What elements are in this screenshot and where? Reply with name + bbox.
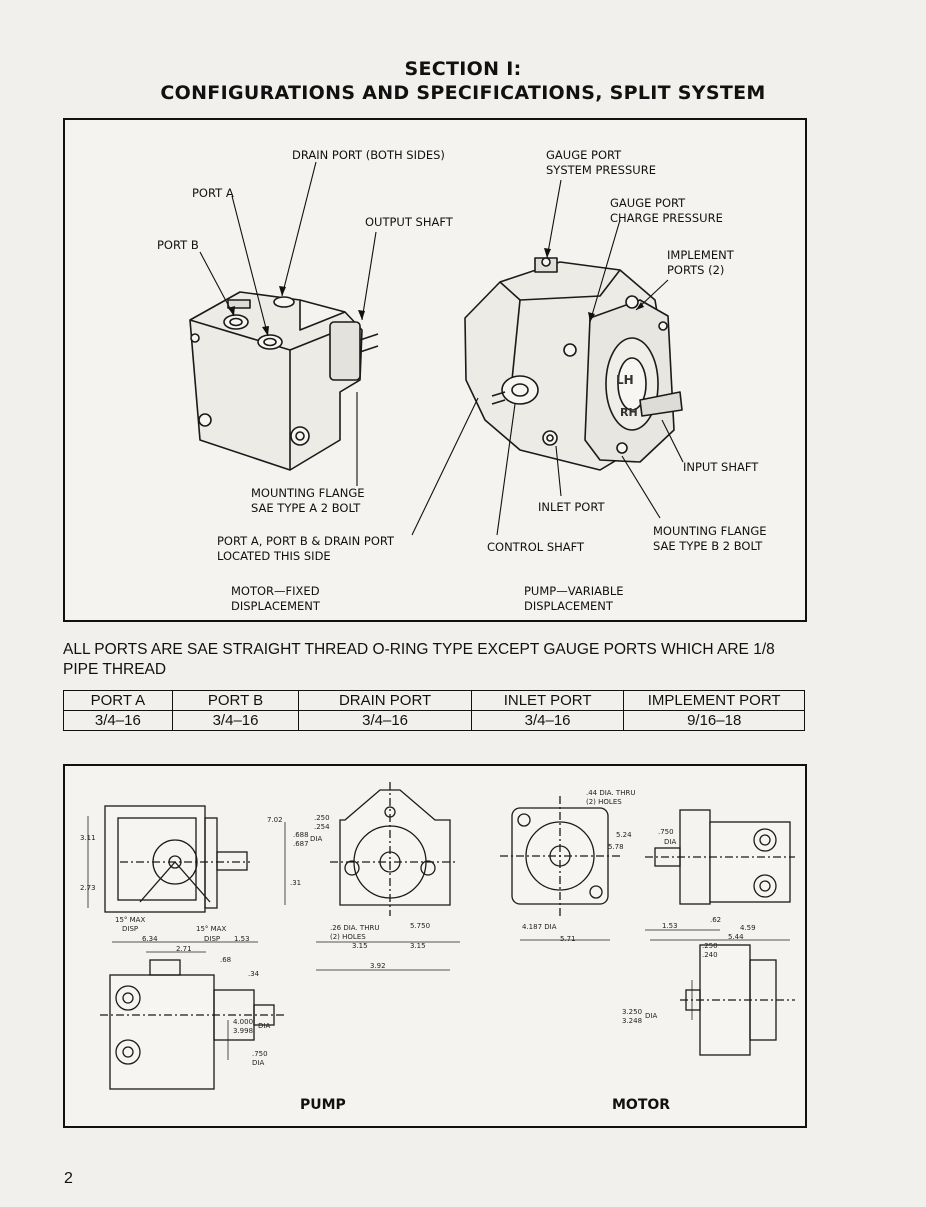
dim-motor-544: 5.44: [728, 933, 744, 941]
dim-motor-459: 4.59: [740, 924, 756, 932]
label-mounting-flange-b: MOUNTING FLANGE SAE TYPE B 2 BOLT: [653, 524, 767, 553]
svg-text:RH: RH: [620, 406, 638, 419]
dim-motor-holes44: .44 DIA. THRU: [586, 789, 635, 797]
label-output-shaft: OUTPUT SHAFT: [365, 215, 453, 229]
dim-pump-holes26: .26 DIA. THRU: [330, 924, 379, 932]
dim-pump-250: .250: [314, 814, 330, 822]
dim-pump-holes2: (2) HOLES: [330, 933, 366, 941]
label-mounting-flange-a: MOUNTING FLANGE SAE TYPE A 2 BOLT: [251, 486, 365, 515]
label-inlet-port: INLET PORT: [538, 500, 605, 514]
dim-motor-240: .240: [702, 951, 718, 959]
label-port-b: PORT B: [157, 238, 199, 252]
dim-motor-dia2: DIA: [645, 1012, 657, 1020]
dim-pump-31: .31: [290, 879, 301, 887]
dim-pump-153: 1.53: [234, 935, 250, 943]
dim-motor-153: 1.53: [662, 922, 678, 930]
svg-text:LH: LH: [616, 373, 634, 387]
dim-pump-311: 3.11: [80, 834, 96, 842]
label-pump-variable: PUMP—VARIABLE DISPLACEMENT: [524, 584, 624, 613]
section-subtitle: CONFIGURATIONS AND SPECIFICATIONS, SPLIT…: [160, 82, 766, 104]
dim-motor-578: 5.78: [608, 843, 624, 851]
label-control-shaft: CONTROL SHAFT: [487, 540, 585, 554]
dim-pump-273: 2.73: [80, 884, 96, 892]
header-port-a: PORT A: [63, 690, 173, 711]
dim-pump-3998: 3.998: [233, 1027, 253, 1035]
value-implement-port: 9/16–18: [623, 710, 805, 731]
value-port-b: 3/4–16: [171, 710, 300, 731]
label-implement-ports: IMPLEMENT PORTS (2): [667, 248, 734, 277]
dim-motor-571: 5.71: [560, 935, 576, 943]
dim-pump-315b: 3.15: [410, 942, 426, 950]
dim-pump-68: .68: [220, 956, 231, 964]
dim-motor-3248: 3.248: [622, 1017, 642, 1025]
pump-caption: PUMP: [300, 1097, 346, 1113]
label-drain-port: DRAIN PORT (BOTH SIDES): [292, 148, 445, 162]
section-title: SECTION I:: [404, 58, 522, 80]
dim-motor-750: .750: [658, 828, 674, 836]
label-gauge-system-pressure: GAUGE PORT SYSTEM PRESSURE: [546, 148, 656, 177]
dim-pump-4000: 4.000: [233, 1018, 253, 1026]
dim-motor-3250: 3.250: [622, 1008, 642, 1016]
dim-motor-62: .62: [710, 916, 721, 924]
dim-pump-688: .688: [293, 831, 309, 839]
dim-pump-34: .34: [248, 970, 260, 978]
header-drain-port: DRAIN PORT: [298, 690, 472, 711]
port-thread-note: ALL PORTS ARE SAE STRAIGHT THREAD O-RING…: [63, 641, 775, 678]
label-port-a: PORT A: [192, 186, 234, 200]
dim-pump-315a: 3.15: [352, 942, 368, 950]
label-ports-location: PORT A, PORT B & DRAIN PORT LOCATED THIS…: [217, 534, 395, 563]
dim-pump-15max-a: 15° MAX: [115, 916, 145, 924]
dim-pump-dia3: DIA: [252, 1059, 264, 1067]
dim-pump-634: 6.34: [142, 935, 158, 943]
value-port-a: 3/4–16: [63, 710, 173, 731]
value-drain-port: 3/4–16: [298, 710, 472, 731]
label-motor-fixed: MOTOR—FIXED DISPLACEMENT: [231, 584, 320, 613]
motor-caption: MOTOR: [612, 1097, 671, 1113]
value-inlet-port: 3/4–16: [470, 710, 625, 731]
table-row: 3/4–16 3/4–16 3/4–16 3/4–16 9/16–18: [63, 710, 805, 731]
dim-pump-disp-a: DISP: [122, 925, 138, 933]
table-row: PORT A PORT B DRAIN PORT INLET PORT IMPL…: [63, 690, 805, 711]
dim-pump-dia2: DIA: [258, 1022, 270, 1030]
dim-pump-dia1: DIA: [310, 835, 322, 843]
port-size-table: PORT A PORT B DRAIN PORT INLET PORT IMPL…: [63, 690, 805, 731]
dim-motor-250: .250: [702, 942, 718, 950]
dim-pump-702: 7.02: [267, 816, 283, 824]
label-input-shaft: INPUT SHAFT: [683, 460, 759, 474]
dim-pump-disp-b: DISP: [204, 935, 220, 943]
dim-pump-15max-b: 15° MAX: [196, 925, 226, 933]
label-gauge-charge-pressure: GAUGE PORT CHARGE PRESSURE: [610, 196, 723, 225]
dim-pump-750: .750: [252, 1050, 268, 1058]
dimension-labels: 3.11 2.73 15° MAX DISP 15° MAX DISP 6.34…: [80, 789, 756, 1067]
dim-motor-holes2: (2) HOLES: [586, 798, 622, 806]
dim-motor-524: 5.24: [616, 831, 632, 839]
dim-pump-392: 3.92: [370, 962, 386, 970]
dim-pump-687: .687: [293, 840, 309, 848]
configuration-figure: [63, 118, 807, 622]
dim-pump-271: 2.71: [176, 945, 192, 953]
page-number: 2: [64, 1170, 73, 1187]
dim-pump-254: .254: [314, 823, 330, 831]
dim-motor-4187: 4.187 DIA: [522, 923, 557, 931]
dim-motor-dia1: DIA: [664, 838, 676, 846]
dim-pump-5750: 5.750: [410, 922, 430, 930]
